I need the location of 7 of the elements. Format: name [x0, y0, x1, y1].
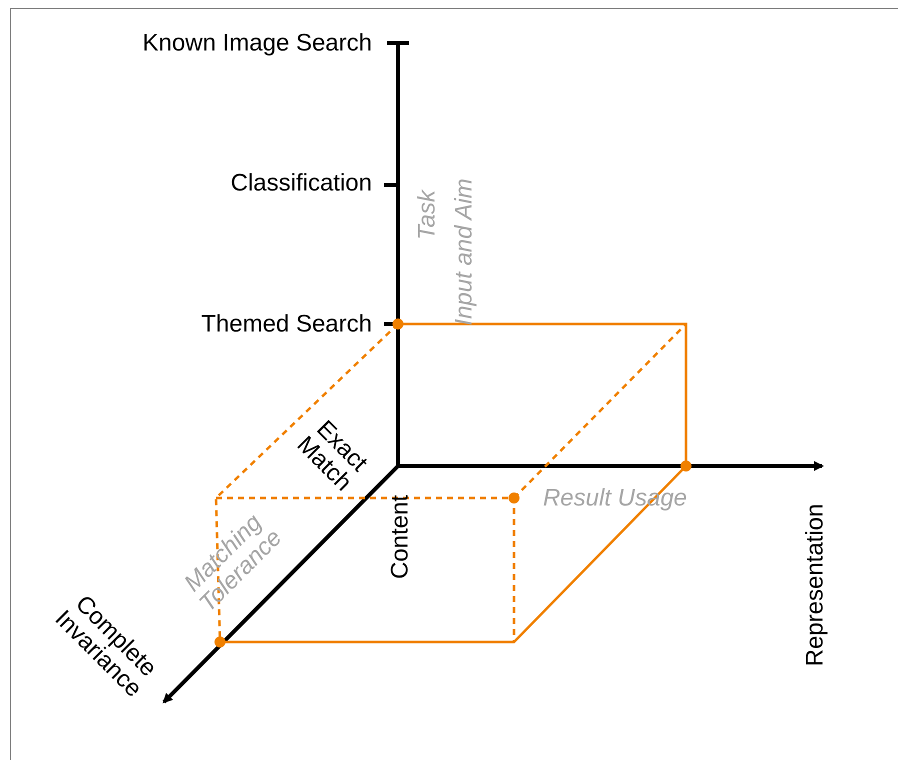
axis-label: Classification — [230, 170, 372, 196]
axis-label: Themed Search — [201, 311, 372, 337]
axis-label: Representation — [802, 504, 828, 666]
dimension-label: Task — [414, 190, 440, 240]
axis-label: Content — [387, 494, 413, 580]
axis-label: Known Image Search — [142, 30, 372, 56]
dimension-label: Input and Aim — [451, 178, 477, 326]
